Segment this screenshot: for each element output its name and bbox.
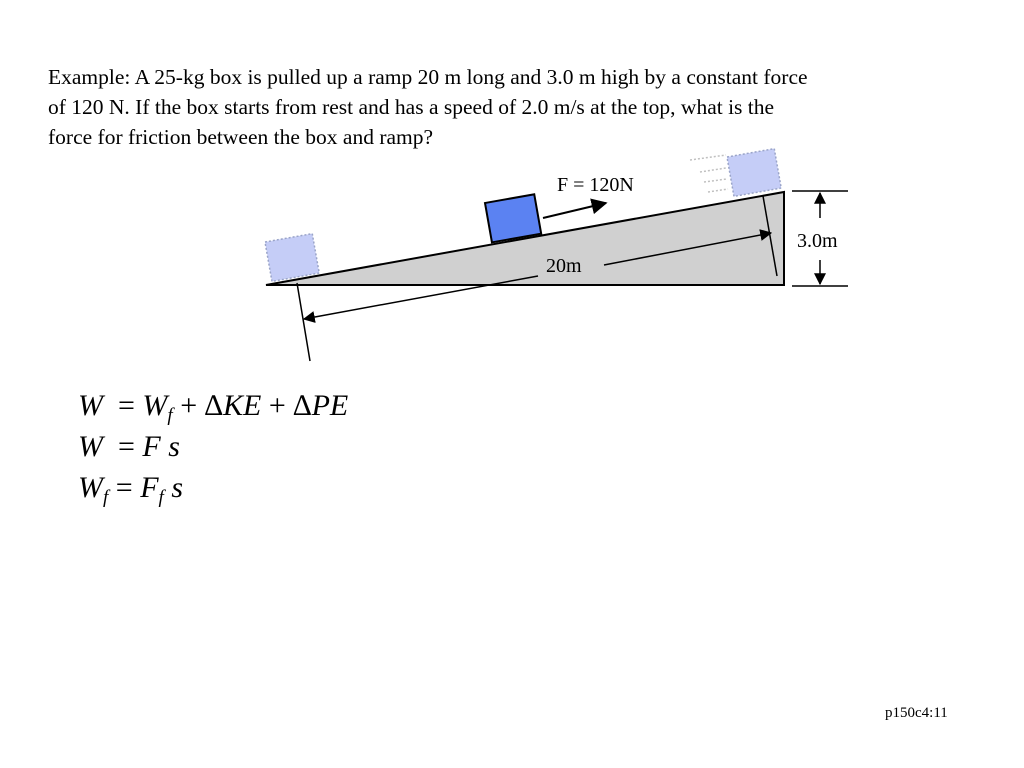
slide-id: p150c4:11 (885, 705, 948, 721)
box (483, 193, 543, 244)
height-label: 3.0m (797, 230, 838, 252)
length-dimension-arrow-lower (302, 275, 539, 323)
problem-line-1: Example: A 25-kg box is pulled up a ramp… (48, 65, 808, 89)
problem-line-3: force for friction between the box and r… (48, 125, 434, 149)
box-end-position (726, 147, 783, 198)
length-dimension-arrow-upper (603, 229, 773, 266)
box-start-position (264, 232, 321, 283)
problem-line-2: of 120 N. If the box starts from rest an… (48, 95, 775, 119)
equation-work-energy: W = Wf + ∆KE + ∆PE (78, 389, 349, 426)
equations: W = Wf + ∆KE + ∆PE W = F s Wf = Ff s (78, 385, 348, 508)
problem-statement: Example: A 25-kg box is pulled up a ramp… (48, 62, 978, 152)
equation-work: W = F s (78, 430, 180, 463)
length-label: 20m (546, 255, 582, 277)
equation-friction-work: Wf = Ff s (78, 471, 183, 508)
motion-lines (689, 154, 729, 193)
ramp (265, 190, 785, 286)
force-arrow (542, 198, 608, 219)
length-extension-bottom (296, 282, 311, 362)
force-label: F = 120N (557, 174, 634, 196)
